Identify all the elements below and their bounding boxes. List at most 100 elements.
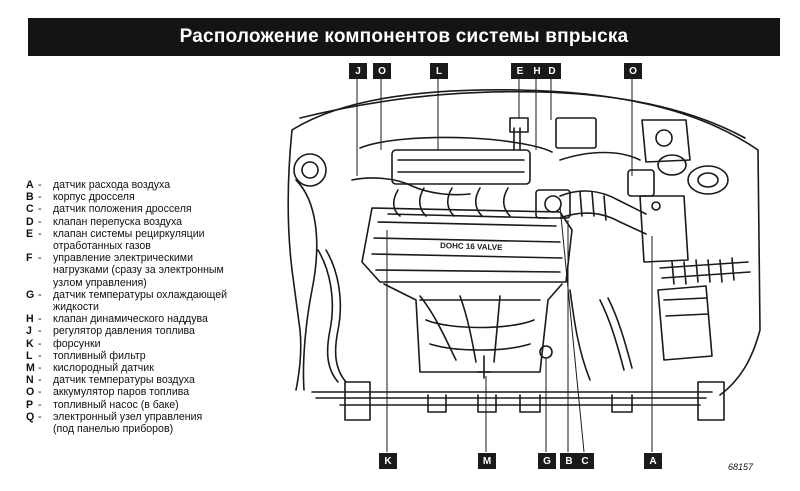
legend-item: M-кислородный датчик xyxy=(26,362,274,374)
title-bar: Расположение компонентов системы впрыска xyxy=(28,18,780,56)
legend-text: топливный насос (в баке) xyxy=(53,398,179,411)
legend-item: A-датчик расхода воздуха xyxy=(26,179,274,191)
legend-text: клапан перепуска воздуха xyxy=(53,215,183,228)
legend-text: нагрузками (сразу за электронным xyxy=(53,264,224,277)
legend-item: Q-электронный узел управления xyxy=(26,411,274,423)
fuel-rail xyxy=(359,136,553,153)
legend-dash: - xyxy=(38,288,42,301)
legend-key: H xyxy=(26,313,34,326)
intake-runner xyxy=(392,189,401,217)
legend-item: C-датчик положения дросселя xyxy=(26,203,274,215)
legend-text: жидкости xyxy=(53,301,99,314)
legend-item: J-регулятор давления топлива xyxy=(26,325,274,337)
legend-item: O-аккумулятор паров топлива xyxy=(26,386,274,398)
callout-D: D xyxy=(543,63,561,79)
legend-key: E xyxy=(26,227,34,240)
legend-dash: - xyxy=(38,179,42,191)
callout-O-right: O xyxy=(624,63,642,79)
lower-hose xyxy=(599,299,625,371)
legend-key: L xyxy=(26,349,33,362)
legend-key: G xyxy=(26,288,35,301)
legend-dash: - xyxy=(38,215,42,228)
cylinder-head xyxy=(361,207,573,283)
callout-G: G xyxy=(538,453,556,469)
legend-item: H-клапан динамического наддува xyxy=(26,313,274,325)
bay-outline xyxy=(291,88,761,396)
legend-key: N xyxy=(26,374,34,387)
legend-key: Q xyxy=(26,410,35,423)
valve-cover-ridge xyxy=(387,213,549,219)
center-bracket-left xyxy=(427,394,447,413)
legend-dash: - xyxy=(38,362,42,375)
legend-item: узлом управления) xyxy=(26,277,274,289)
bay-top-line xyxy=(299,90,746,139)
legend-item: D-клапан перепуска воздуха xyxy=(26,216,274,228)
legend-item: E-клапан системы рециркуляции xyxy=(26,228,274,240)
legend-dash: - xyxy=(38,386,42,399)
legend-text: датчик расхода воздуха xyxy=(53,179,171,191)
legend-dash: - xyxy=(38,337,42,350)
legend-item: B-корпус дросселя xyxy=(26,191,274,203)
callout-M: M xyxy=(478,453,496,469)
right-bracket xyxy=(697,381,725,421)
intake-plenum xyxy=(391,149,531,185)
legend-text: управление электрическими xyxy=(53,252,193,265)
legend-item: отработанных газов xyxy=(26,240,274,252)
legend-text: кислородный датчик xyxy=(53,362,154,375)
oxygen-sensor xyxy=(477,355,491,379)
legend-item: жидкости xyxy=(26,301,274,313)
legend-text: аккумулятор паров топлива xyxy=(53,386,190,399)
legend-item: N-датчик температуры воздуха xyxy=(26,374,274,386)
top-right-unit xyxy=(641,119,691,163)
battery-tray xyxy=(659,261,751,279)
callout-C: C xyxy=(576,453,594,469)
legend-key: O xyxy=(26,386,35,399)
legend-item: G-датчик температуры охлаждающей xyxy=(26,289,274,301)
legend-key: F xyxy=(26,252,33,265)
radiator-hose xyxy=(317,249,339,383)
throttle-body xyxy=(535,189,571,219)
page-title: Расположение компонентов системы впрыска xyxy=(179,26,629,47)
legend-item: K-форсунки xyxy=(26,338,274,350)
legend-text: датчик температуры воздуха xyxy=(53,374,195,387)
legend-text: клапан системы рециркуляции xyxy=(53,227,205,240)
legend-text: регулятор давления топлива xyxy=(53,325,195,338)
legend-dash: - xyxy=(38,227,42,240)
legend-dash: - xyxy=(38,325,42,338)
legend-text: отработанных газов xyxy=(53,240,151,253)
legend-dash: - xyxy=(38,374,42,387)
legend-key: J xyxy=(26,325,32,338)
callout-J: J xyxy=(349,63,367,79)
legend-text: корпус дросселя xyxy=(53,191,135,204)
legend-dash: - xyxy=(38,191,42,204)
left-strut-tower xyxy=(293,153,327,187)
legend-item: (под панелью приборов) xyxy=(26,423,274,435)
figure-number: 68157 xyxy=(728,462,754,472)
legend-dash: - xyxy=(38,203,42,216)
legend-dash: - xyxy=(38,313,42,326)
legend-text: топливный фильтр xyxy=(53,349,146,362)
charcoal-canister xyxy=(627,169,655,197)
legend-text: форсунки xyxy=(53,337,101,350)
center-bracket-right xyxy=(477,394,497,413)
legend-key: B xyxy=(26,191,34,204)
legend-text: датчик температуры охлаждающей xyxy=(53,288,228,301)
legend-text: (под панелью приборов) xyxy=(53,423,174,436)
legend-key: P xyxy=(26,398,34,411)
legend-text: узлом управления) xyxy=(53,276,147,289)
wiring-harness xyxy=(351,177,471,196)
legend-key: A xyxy=(26,179,34,191)
right-strut-tower xyxy=(687,165,729,195)
air-cleaner xyxy=(639,195,689,263)
callout-A: A xyxy=(644,453,662,469)
legend-text: датчик положения дросселя xyxy=(53,203,192,216)
left-wheel-arch xyxy=(295,179,318,391)
legend-text: электронный узел управления xyxy=(53,410,203,423)
exhaust-manifold xyxy=(419,295,457,361)
legend-item: L-топливный фильтр xyxy=(26,350,274,362)
legend-dash: - xyxy=(38,252,42,265)
legend-key: M xyxy=(26,362,35,375)
legend-dash: - xyxy=(38,398,42,411)
